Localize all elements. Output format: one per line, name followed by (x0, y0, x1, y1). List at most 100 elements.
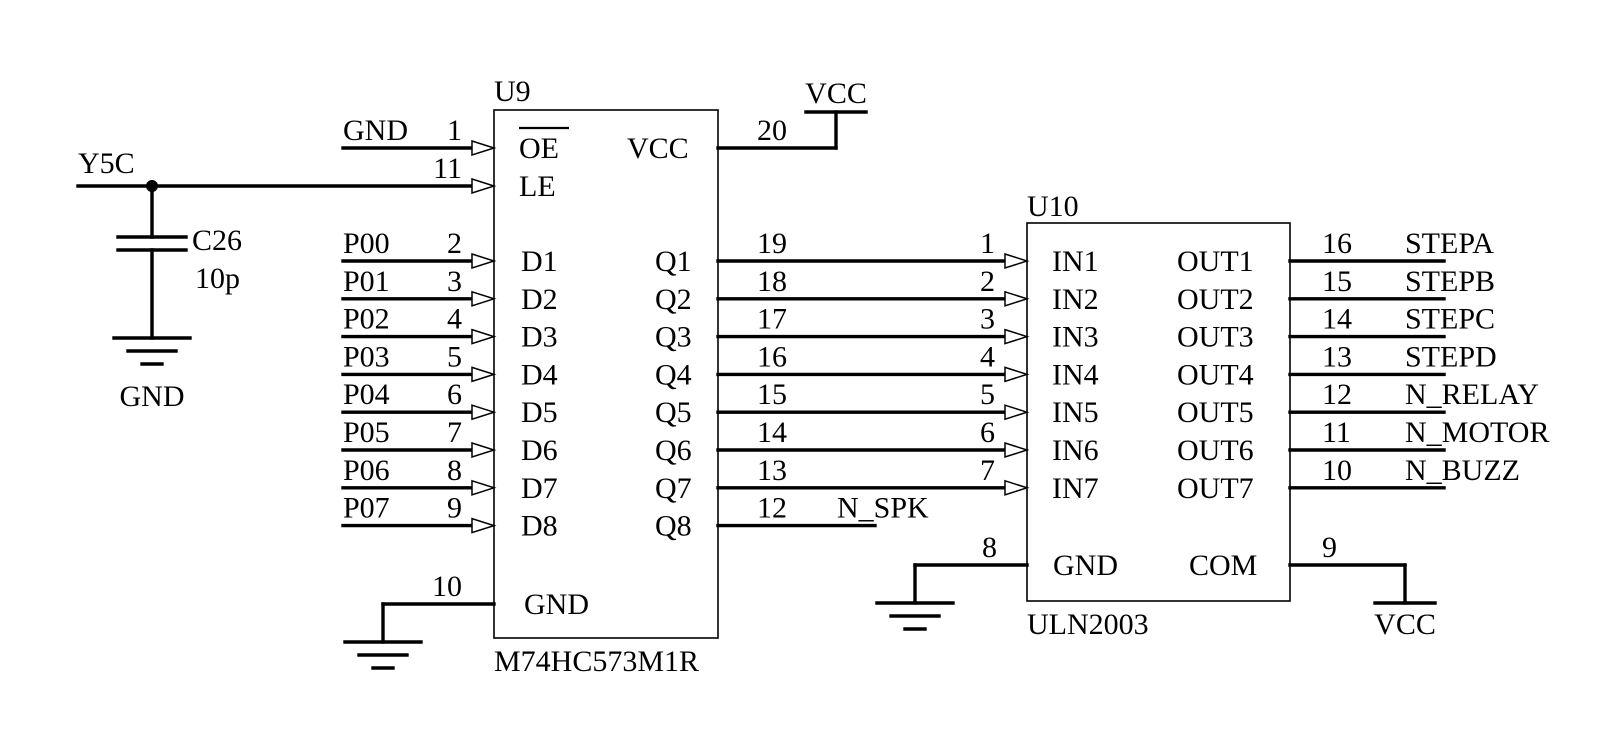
net-label: P05 (343, 416, 390, 449)
pin-label: OUT3 (1177, 321, 1254, 354)
pin-number: 1 (980, 227, 995, 260)
ground-label: GND (120, 380, 185, 413)
pin-label: IN6 (1052, 434, 1099, 467)
u9-latch: U9 M74HC573M1R GND 1 OE 11 LE VCC 20 VCC… (150, 75, 1030, 678)
pin-label: IN2 (1052, 283, 1099, 316)
pin-label: D1 (521, 245, 558, 278)
net-label: P02 (343, 303, 390, 336)
pin-label: Q7 (655, 472, 692, 505)
net-label: STEPB (1405, 265, 1495, 298)
u10-ground-symbol (875, 601, 955, 631)
u10-pin-label-com: COM (1189, 549, 1257, 582)
u10-driver: U10 ULN2003 GND 8 COM 9 VCC 1IN12IN23IN3… (875, 190, 1549, 641)
pin-arrow (1004, 441, 1030, 459)
pin-number-vcc: 20 (757, 114, 787, 147)
pin-number: 14 (1322, 303, 1352, 336)
pin-label: D4 (521, 358, 558, 391)
pin-label-le: LE (519, 170, 556, 203)
pin-label: Q5 (655, 396, 692, 429)
pin-arrow (471, 252, 497, 270)
pin-label-vcc: VCC (627, 132, 689, 165)
net-label-y5c: Y5C (78, 147, 135, 180)
pin-arrow (1004, 290, 1030, 307)
pin-arrow (471, 404, 497, 421)
pin-number: 12 (757, 492, 787, 525)
pin-number: 19 (757, 227, 787, 260)
pin-number: 11 (1322, 416, 1351, 449)
capacitor-value: 10p (195, 262, 240, 295)
pin-number: 9 (447, 492, 462, 525)
pin-label: OUT6 (1177, 434, 1254, 467)
pin-number: 5 (447, 340, 462, 373)
net-label-vcc: VCC (805, 77, 867, 110)
pin-label: D2 (521, 283, 558, 316)
pin-label: IN7 (1052, 472, 1099, 505)
u10-net-label-com: VCC (1374, 608, 1436, 641)
u9-part-number: M74HC573M1R (494, 645, 699, 678)
pin-label: Q4 (655, 358, 692, 391)
pin-label: IN4 (1052, 358, 1099, 391)
net-label: STEPA (1405, 227, 1494, 260)
pin-number-le: 11 (433, 152, 462, 185)
pin-number: 6 (980, 416, 995, 449)
pin-number: 4 (447, 303, 462, 336)
u9-output-pin: Q1 19 (655, 227, 1030, 278)
pin-arrow (1004, 404, 1030, 421)
net-label: STEPD (1405, 340, 1497, 373)
pin-number: 5 (980, 378, 995, 411)
ground-symbol (112, 336, 192, 366)
pin-arrow (471, 328, 497, 345)
net-label: N_BUZZ (1405, 454, 1520, 487)
pin-label: OUT1 (1177, 245, 1254, 278)
u10-pin-label-gnd: GND (1053, 549, 1118, 582)
pin-number-oe: 1 (447, 114, 462, 147)
pin-arrow (471, 479, 497, 496)
pin-label: Q6 (655, 434, 692, 467)
pin-arrow (471, 517, 497, 534)
net-label: P07 (343, 492, 390, 525)
pin-label: D6 (521, 434, 558, 467)
capacitor-ref: C26 (192, 224, 242, 257)
pin-label: IN5 (1052, 396, 1099, 429)
net-label: N_MOTOR (1405, 416, 1549, 449)
pin-number: 13 (1322, 340, 1352, 373)
net-label: N_RELAY (1405, 378, 1539, 411)
pin-arrow (471, 441, 497, 459)
pin-label: OUT5 (1177, 396, 1254, 429)
pin-number: 2 (447, 227, 462, 260)
pin-number: 8 (447, 454, 462, 487)
pin-arrow (471, 366, 497, 383)
u10-output-pin: OUT1 16 STEPA (1177, 227, 1494, 278)
u9-ground-symbol (343, 640, 423, 670)
pin-label-gnd: GND (524, 588, 589, 621)
pin-label: IN1 (1052, 245, 1099, 278)
pin-label: Q1 (655, 245, 692, 278)
pin-arrow (471, 290, 497, 307)
pin-number: 15 (757, 378, 787, 411)
net-label: P06 (343, 454, 390, 487)
pin-arrow (1004, 252, 1030, 270)
net-label-oe-gnd: GND (343, 114, 408, 147)
pin-number: 16 (1322, 227, 1352, 260)
